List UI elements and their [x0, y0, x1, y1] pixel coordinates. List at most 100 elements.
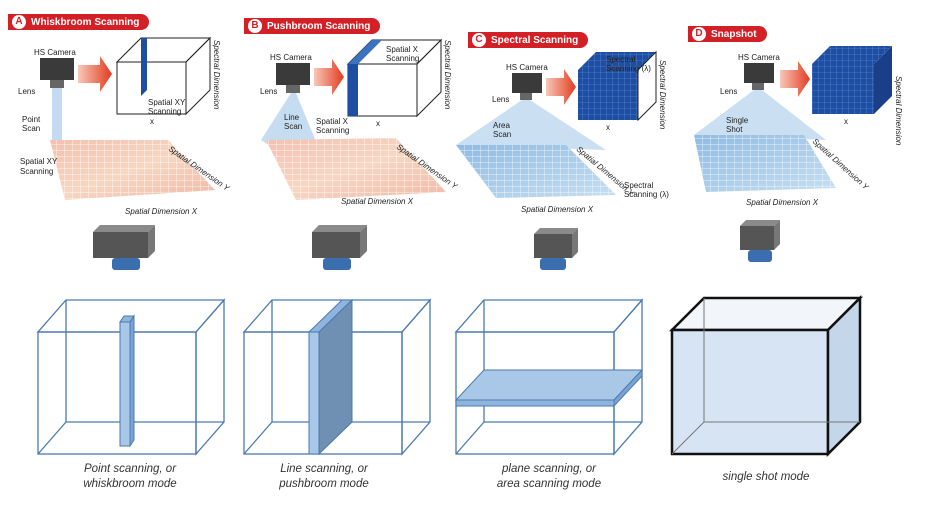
- scan-label-c2: Scan: [493, 130, 511, 139]
- camera-body-b: [312, 232, 360, 258]
- camera-body-d: [740, 226, 774, 250]
- extra-label-a1: Spatial XY: [20, 157, 58, 166]
- badge-letter-b: B: [248, 19, 262, 33]
- area-beam: [456, 100, 606, 150]
- spectral-label-c: Spectral Dimension: [658, 60, 667, 130]
- point-beam: [52, 88, 62, 146]
- panel-snapshot: D Snapshot HS Camera Lens Single Shot x S…: [686, 0, 916, 290]
- extra-label-b2: Scanning: [316, 126, 349, 135]
- caption-plane-line2: area scanning mode: [496, 478, 602, 490]
- title-badge-b: B Pushbroom Scanning: [244, 18, 381, 34]
- badge-title-d: Snapshot: [711, 28, 757, 40]
- spatial-x-label-a: Spatial Dimension X: [125, 207, 198, 216]
- arrow-icon-c: [546, 69, 576, 105]
- hypercube-d: [812, 64, 874, 114]
- caption-single: single shot mode: [666, 470, 866, 485]
- pushbroom-illustration: HS Camera Lens Line Scan Spatial X Scann…: [260, 38, 459, 270]
- caption-single-line1: single shot mode: [722, 471, 810, 483]
- camera-label-a: HS Camera: [34, 48, 76, 57]
- camera-body-c: [534, 234, 572, 258]
- x-label-d: x: [844, 117, 848, 126]
- camera-lens-d: [748, 250, 772, 262]
- camera-icon-b: [276, 63, 310, 85]
- caption-point-line1: Point scanning, or: [83, 463, 177, 475]
- caption-line: Line scanning, or pushbroom mode: [224, 462, 424, 492]
- lens-label-a: Lens: [18, 87, 35, 96]
- title-badge-c: C Spectral Scanning: [468, 32, 589, 48]
- badge-title-c: Spectral Scanning: [491, 34, 579, 46]
- caption-point-line2: whiskbroom mode: [83, 478, 177, 490]
- scan-label-a2: Scan: [22, 124, 40, 133]
- camera-label-b: HS Camera: [270, 53, 312, 62]
- cube-label-c2: Scanning (λ): [606, 64, 651, 73]
- caption-plane-line1: plane scanning, or: [502, 463, 596, 475]
- x-label-a: x: [150, 117, 154, 126]
- cube-label-c1: Spectral: [606, 55, 636, 64]
- extra-label-a2: Scanning: [20, 167, 53, 176]
- spatial-x-label-d: Spatial Dimension X: [746, 198, 819, 207]
- arrow-icon-b: [314, 59, 344, 95]
- arrow-icon-d: [780, 61, 810, 97]
- caption-plane: plane scanning, or area scanning mode: [449, 462, 649, 492]
- badge-title-a: Whiskbroom Scanning: [31, 16, 140, 28]
- title-badge-d: D Snapshot: [688, 26, 767, 42]
- arrow-icon-a: [78, 56, 112, 92]
- camera-icon-a: [40, 58, 74, 80]
- snapshot-illustration: HS Camera Lens Single Shot x Spectral Di…: [694, 46, 903, 262]
- panel-spectral: C Spectral Scanning HS Camera Lens Area S…: [456, 0, 686, 290]
- cube-line-mode: [242, 298, 432, 456]
- lens-label-c: Lens: [492, 95, 509, 104]
- spatial-x-label-b: Spatial Dimension X: [341, 197, 414, 206]
- caption-line-line1: Line scanning, or: [280, 463, 368, 475]
- snapshot-beam: [694, 90, 826, 140]
- camera-icon-d: [744, 63, 774, 83]
- scan-label-d1: Single: [726, 116, 749, 125]
- hypercube-a: [115, 36, 212, 116]
- plane-slab: [454, 368, 644, 408]
- x-label-b: x: [376, 119, 380, 128]
- extra-label-c2: Scanning (λ): [624, 190, 669, 199]
- panel-whiskbroom: A Whiskbroom Scanning HS Camera Lens Poin…: [0, 0, 231, 290]
- badge-letter-a: A: [12, 15, 26, 29]
- camera-label-d: HS Camera: [738, 53, 780, 62]
- cube-plane-mode: [454, 298, 644, 456]
- camera-lens-c: [540, 258, 566, 270]
- point-column: [119, 314, 135, 448]
- spectral-label-a: Spectral Dimension: [212, 40, 221, 110]
- caption-line-line2: pushbroom mode: [279, 478, 369, 490]
- extra-label-c1: Spectral: [624, 181, 654, 190]
- caption-point: Point scanning, or whiskbroom mode: [30, 462, 230, 492]
- scan-label-b1: Line: [284, 113, 300, 122]
- line-slab: [307, 298, 354, 456]
- camera-body-a: [93, 232, 148, 258]
- cube-label-b2: Scanning: [386, 54, 419, 63]
- camera-label-c: HS Camera: [506, 63, 548, 72]
- scan-label-d2: Shot: [726, 125, 743, 134]
- title-badge-a: A Whiskbroom Scanning: [8, 14, 150, 30]
- scan-label-c1: Area: [493, 121, 510, 130]
- whiskbroom-illustration: HS Camera Lens Point Scan Spatial XY Sca…: [18, 36, 231, 270]
- spectral-label-d: Spectral Dimension: [894, 76, 903, 146]
- badge-letter-c: C: [472, 33, 486, 47]
- scan-label-b2: Scan: [284, 122, 302, 131]
- camera-lens-a: [112, 258, 140, 270]
- spectral-label-b: Spectral Dimension: [443, 40, 452, 110]
- x-label-c: x: [606, 123, 610, 132]
- hypercube-c: [578, 70, 638, 120]
- spectral-illustration: HS Camera Lens Area Scan Spectral Scanni…: [456, 50, 669, 270]
- extra-label-b1: Spatial X: [316, 117, 349, 126]
- camera-icon-c: [512, 73, 542, 93]
- badge-title-b: Pushbroom Scanning: [267, 20, 371, 32]
- cube-point-mode: [36, 298, 226, 456]
- lens-label-b: Lens: [260, 87, 277, 96]
- panel-pushbroom: B Pushbroom Scanning HS Camera Lens Line …: [236, 0, 466, 290]
- scan-label-a1: Point: [22, 115, 41, 124]
- lens-label-d: Lens: [720, 87, 737, 96]
- cube-label-a2: Scanning: [148, 107, 181, 116]
- cube-label-a1: Spatial XY: [148, 98, 186, 107]
- spatial-x-label-c: Spatial Dimension X: [521, 205, 594, 214]
- cube-label-b1: Spatial X: [386, 45, 419, 54]
- cube-single-shot: [668, 294, 864, 458]
- spectral-column: [141, 38, 147, 96]
- badge-letter-d: D: [692, 27, 706, 41]
